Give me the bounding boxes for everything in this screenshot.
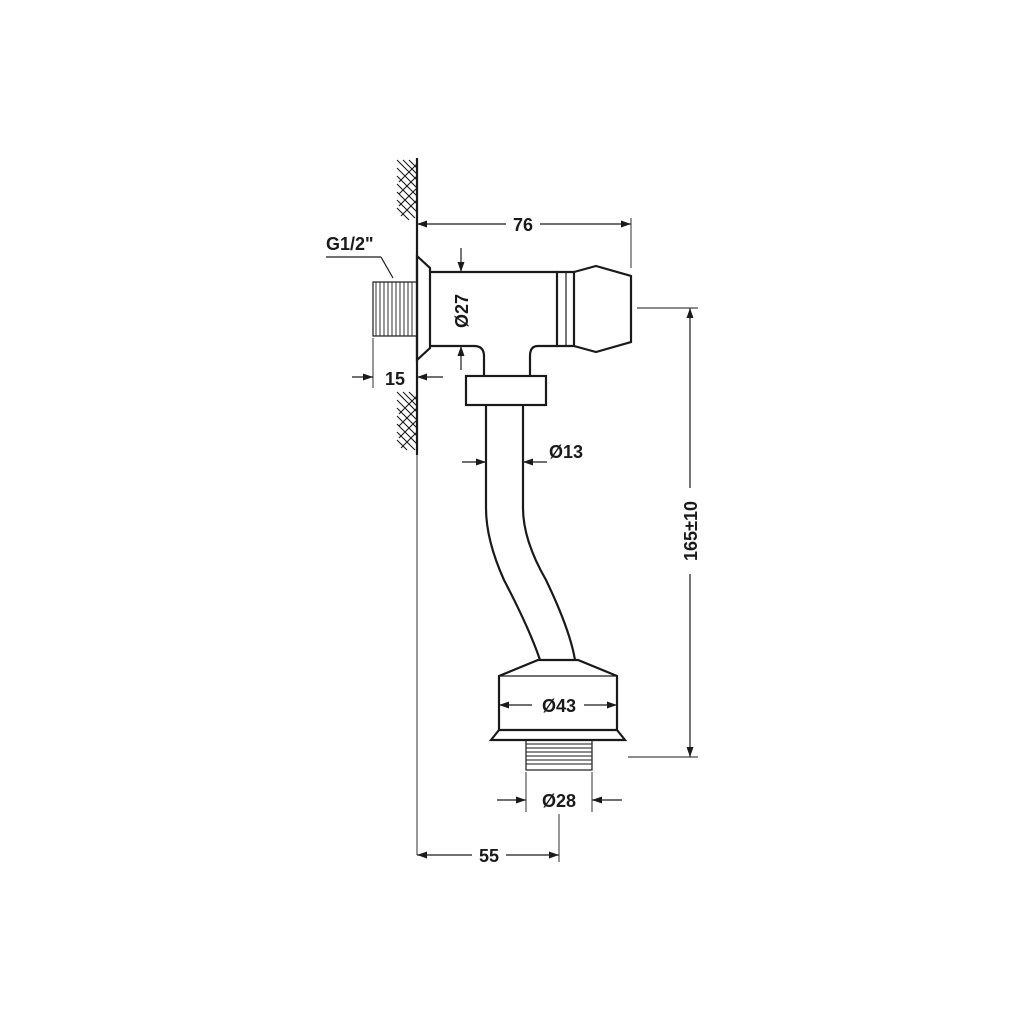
wall <box>396 158 419 855</box>
body-diameter-label: Ø27 <box>452 294 472 328</box>
dimension-pipe-diameter: Ø13 <box>462 442 583 466</box>
dimension-height: 165±10 <box>628 307 702 758</box>
wall-hatching-lower <box>396 391 418 451</box>
rosette-flange <box>415 253 432 363</box>
nut-diameter-label: Ø43 <box>542 696 576 716</box>
outlet-thread <box>525 739 593 771</box>
height-label: 165±10 <box>681 501 701 561</box>
dimension-outlet-diameter: Ø28 <box>497 772 622 812</box>
bent-pipe <box>484 405 577 661</box>
valve-body <box>430 270 576 376</box>
push-button <box>573 264 633 354</box>
dimension-body-diameter: Ø27 <box>452 248 472 370</box>
thread-label: G1/2" <box>326 234 374 254</box>
wall-hatching-upper <box>396 159 418 221</box>
width-top-label: 76 <box>513 215 533 235</box>
dimension-depth: 15 <box>352 338 443 389</box>
outlet-diameter-label: Ø28 <box>542 791 576 811</box>
offset-label: 55 <box>479 846 499 866</box>
dimension-offset: 55 <box>417 814 560 867</box>
dimension-nut-diameter: Ø43 <box>499 693 617 717</box>
dimension-thread-label: G1/2" <box>326 234 394 279</box>
dimension-width-top: 76 <box>417 212 632 268</box>
depth-label: 15 <box>385 369 405 389</box>
inlet-thread <box>372 281 418 337</box>
union-nut <box>464 374 548 407</box>
pipe-diameter-label: Ø13 <box>549 442 583 462</box>
